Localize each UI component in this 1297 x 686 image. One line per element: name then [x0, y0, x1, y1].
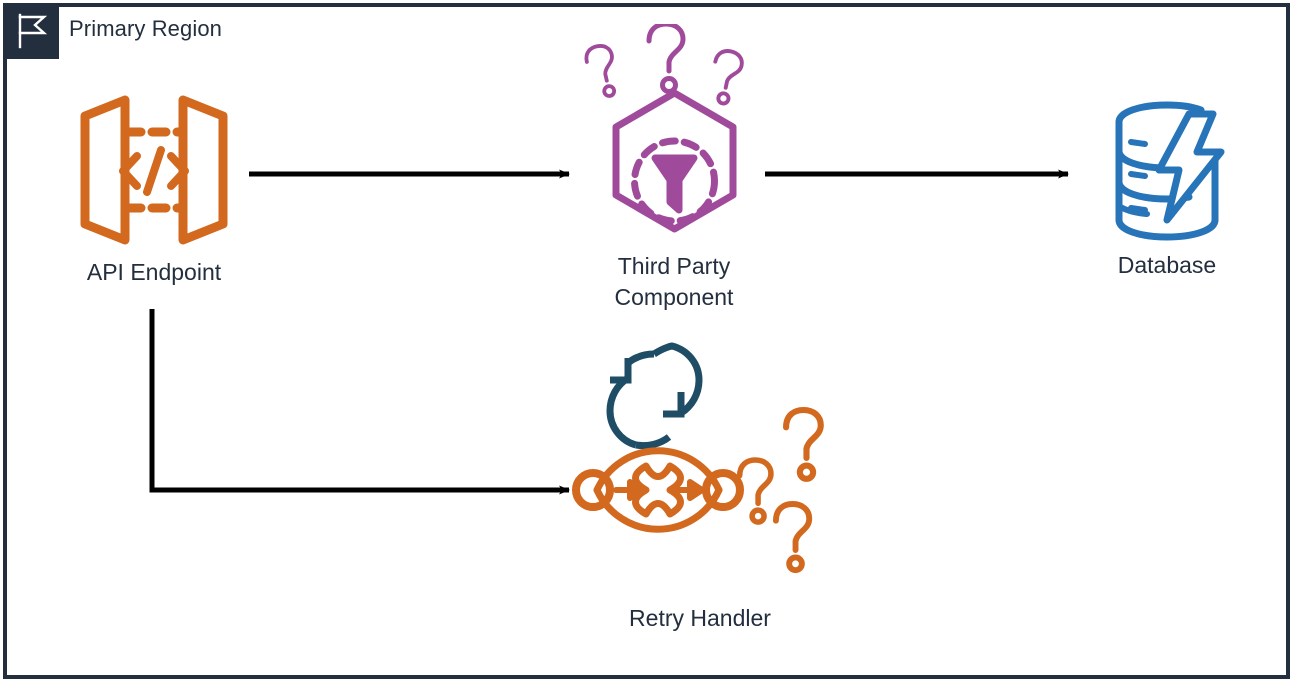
- region-title: Primary Region: [69, 16, 223, 41]
- refresh-retry-icon: [606, 342, 703, 450]
- question-marks-icon: [736, 406, 824, 574]
- region-badge: [3, 3, 59, 59]
- node-retry-handler[interactable]: Retry Handler: [550, 330, 850, 634]
- node-label-database: Database: [1117, 252, 1217, 278]
- node-label-api-endpoint: API Endpoint: [86, 259, 222, 285]
- third-party-component-icon: [567, 21, 782, 249]
- retry-handler-icon: [550, 330, 850, 595]
- question-marks-icon: [584, 21, 744, 106]
- flag-icon: [18, 13, 48, 49]
- node-database[interactable]: Database: [1062, 96, 1272, 281]
- node-third-party-component[interactable]: Third Party Component: [554, 21, 794, 313]
- node-label-third-party-component: Third Party Component: [614, 253, 734, 311]
- node-label-retry-handler: Retry Handler: [629, 605, 771, 631]
- api-endpoint-icon: [69, 88, 239, 253]
- node-api-endpoint[interactable]: API Endpoint: [34, 88, 274, 288]
- database-icon: [1097, 96, 1237, 246]
